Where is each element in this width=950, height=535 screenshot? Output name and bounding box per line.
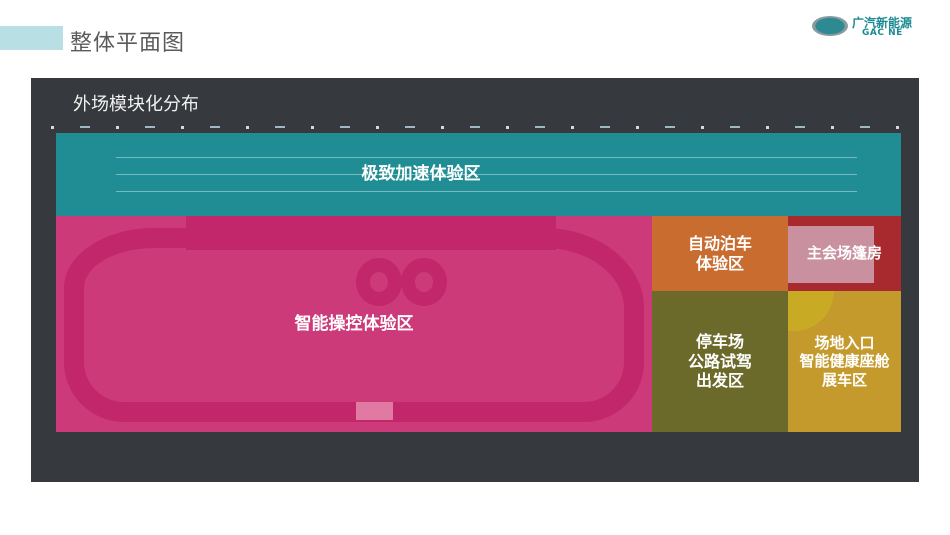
zone-entrance-showcase[interactable]: 场地入口 智能健康座舱 展车区 xyxy=(788,291,901,432)
zone-label-line: 体验区 xyxy=(695,253,744,273)
start-box xyxy=(356,402,393,420)
entry-plaza xyxy=(788,291,834,331)
track-loop-right xyxy=(401,258,447,306)
logo-text-cn: 广汽新能源 xyxy=(852,16,913,30)
gac-emblem-icon xyxy=(812,16,848,36)
zone-label-line: 展车区 xyxy=(821,370,867,389)
zone-label-line: 出发区 xyxy=(695,371,744,391)
track-straight xyxy=(186,216,556,250)
zone-label: 极致加速体验区 xyxy=(361,164,481,185)
zone-smart-handling[interactable]: 智能操控体验区 xyxy=(56,216,652,432)
logo-text-en: GAC NE xyxy=(862,28,903,38)
zone-label: 智能操控体验区 xyxy=(294,313,414,334)
page-title: 整体平面图 xyxy=(70,31,186,56)
zone-label-line: 场地入口 xyxy=(814,334,875,353)
site-plan-map: 外场模块化分布 极致加速体验区 智能操控体验区 自动泊车 体验区 主会场篷房 停… xyxy=(31,78,919,482)
zone-acceleration[interactable]: 极致加速体验区 xyxy=(56,133,901,216)
zone-main-tent[interactable]: 主会场篷房 xyxy=(788,216,901,291)
top-markers xyxy=(51,126,899,130)
lane-line xyxy=(116,174,857,175)
zone-label-line: 停车场 xyxy=(695,332,744,352)
zone-label: 主会场篷房 xyxy=(806,244,882,263)
zone-auto-parking[interactable]: 自动泊车 体验区 xyxy=(652,216,788,291)
lane-line xyxy=(116,157,857,158)
title-accent-bar xyxy=(0,26,63,50)
zone-label-line: 公路试驾 xyxy=(687,351,752,371)
brand-logo: 广汽新能源 GAC NE xyxy=(812,12,932,42)
tent-area xyxy=(788,226,874,283)
track-loop-left xyxy=(356,258,402,306)
plan-title: 外场模块化分布 xyxy=(73,94,199,115)
lane-line xyxy=(116,191,857,192)
zone-road-test-departure[interactable]: 停车场 公路试驾 出发区 xyxy=(652,291,788,432)
zone-label-line: 自动泊车 xyxy=(687,233,752,253)
zone-label-line: 智能健康座舱 xyxy=(799,352,890,371)
